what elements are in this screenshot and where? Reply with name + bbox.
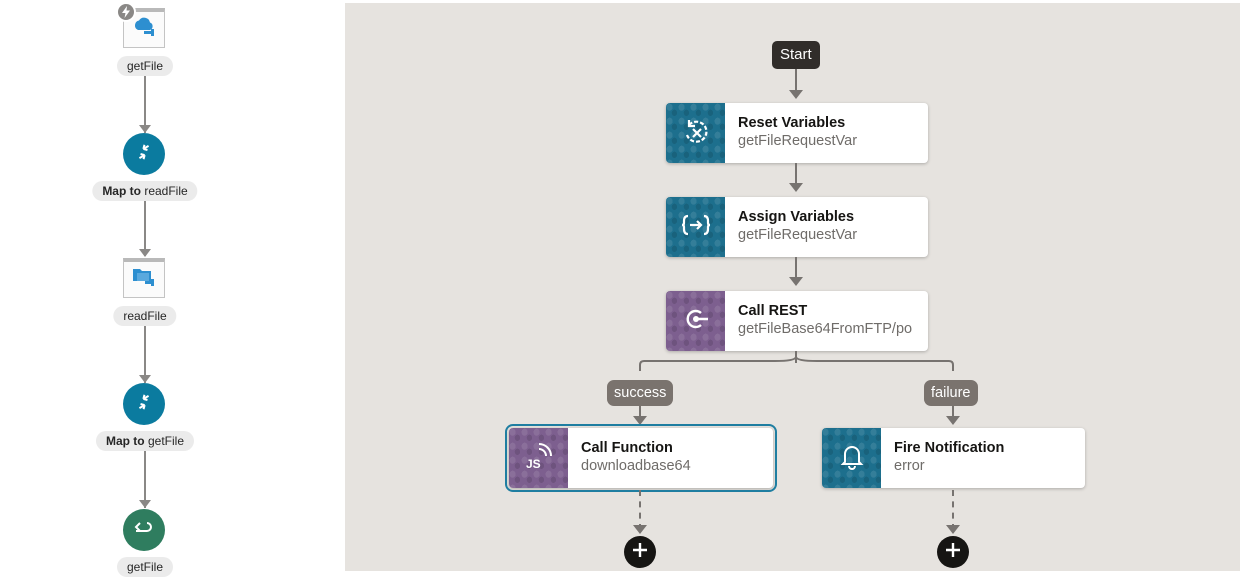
failure-branch-label[interactable]: failure [924, 380, 978, 406]
flow-connector [795, 69, 797, 93]
step-title: Call REST [738, 303, 808, 319]
flow-arrowhead [139, 249, 151, 257]
node-label[interactable]: getFile [116, 56, 174, 76]
flow-canvas: Start Reset Variables getFileRequestVar [345, 3, 1240, 571]
flow-connector [144, 325, 146, 383]
step-tile [666, 291, 725, 351]
trigger-bolt-icon [116, 2, 136, 22]
flow-connector [144, 450, 146, 508]
reset-variables-icon [681, 116, 711, 151]
bell-icon [839, 442, 865, 475]
flow-arrowhead [789, 277, 803, 286]
node-label[interactable]: readFile [113, 306, 177, 326]
plus-icon [944, 541, 962, 564]
map-arrows-icon [134, 392, 154, 417]
add-step-button[interactable] [624, 536, 656, 568]
plus-icon [631, 541, 649, 564]
reset-variables-step[interactable]: Reset Variables getFileRequestVar [666, 103, 928, 163]
step-subtitle: error [894, 458, 925, 474]
flow-connector [144, 75, 146, 133]
flow-connector [795, 163, 797, 186]
svg-text:JS: JS [526, 457, 541, 471]
flow-connector [795, 257, 797, 279]
flow-arrowhead [633, 525, 647, 534]
step-title: Fire Notification [894, 440, 1005, 456]
cloud-adapter-icon [131, 16, 157, 43]
flow-arrowhead [139, 375, 151, 383]
step-tile [822, 428, 881, 488]
step-tile: JS [509, 428, 568, 488]
flow-connector [639, 406, 641, 418]
step-title: Reset Variables [738, 115, 846, 131]
ftp-adapter-icon [131, 266, 157, 293]
call-rest-icon [681, 304, 711, 339]
map-to-readfile-node[interactable] [123, 133, 165, 175]
assign-variables-step[interactable]: Assign Variables getFileRequestVar [666, 197, 928, 257]
flow-arrowhead [789, 183, 803, 192]
flow-arrowhead [946, 416, 960, 425]
flow-arrowhead [139, 125, 151, 133]
step-subtitle: getFileRequestVar [738, 133, 858, 149]
step-tile [666, 103, 725, 163]
dashed-connector [639, 490, 641, 530]
fire-notification-step[interactable]: Fire Notification error [822, 428, 1085, 488]
step-title: Call Function [581, 440, 673, 456]
node-label[interactable]: getFile [116, 557, 174, 577]
return-getfile-node[interactable] [123, 509, 165, 551]
flow-arrowhead [139, 500, 151, 508]
map-to-getfile-node[interactable] [123, 383, 165, 425]
flow-arrowhead [946, 525, 960, 534]
flow-arrowhead [633, 416, 647, 425]
assign-variables-icon [681, 213, 711, 242]
flow-connector [144, 200, 146, 256]
add-step-button[interactable] [937, 536, 969, 568]
integration-flow-panel: getFile Map to readFile readFile [0, 0, 345, 578]
node-label[interactable]: Map to getFile [95, 431, 195, 451]
call-rest-step[interactable]: Call REST getFileBase64FromFTP/po [666, 291, 928, 351]
call-function-step[interactable]: JS Call Function downloadbase64 [505, 424, 777, 492]
node-label[interactable]: Map to readFile [92, 181, 198, 201]
readfile-invoke-node[interactable] [123, 258, 165, 298]
start-node[interactable]: Start [772, 41, 820, 69]
map-arrows-icon [134, 142, 154, 167]
dashed-connector [952, 490, 954, 530]
return-arrow-icon [134, 519, 154, 542]
success-branch-label[interactable]: success [607, 380, 674, 406]
step-title: Assign Variables [738, 209, 855, 225]
flow-arrowhead [789, 90, 803, 99]
step-subtitle: downloadbase64 [581, 458, 691, 474]
javascript-function-icon: JS [523, 440, 555, 477]
branch-splitter [639, 357, 954, 371]
step-subtitle: getFileBase64FromFTP/po [738, 321, 913, 337]
flow-connector [952, 406, 954, 418]
step-subtitle: getFileRequestVar [738, 227, 858, 243]
step-tile [666, 197, 725, 257]
